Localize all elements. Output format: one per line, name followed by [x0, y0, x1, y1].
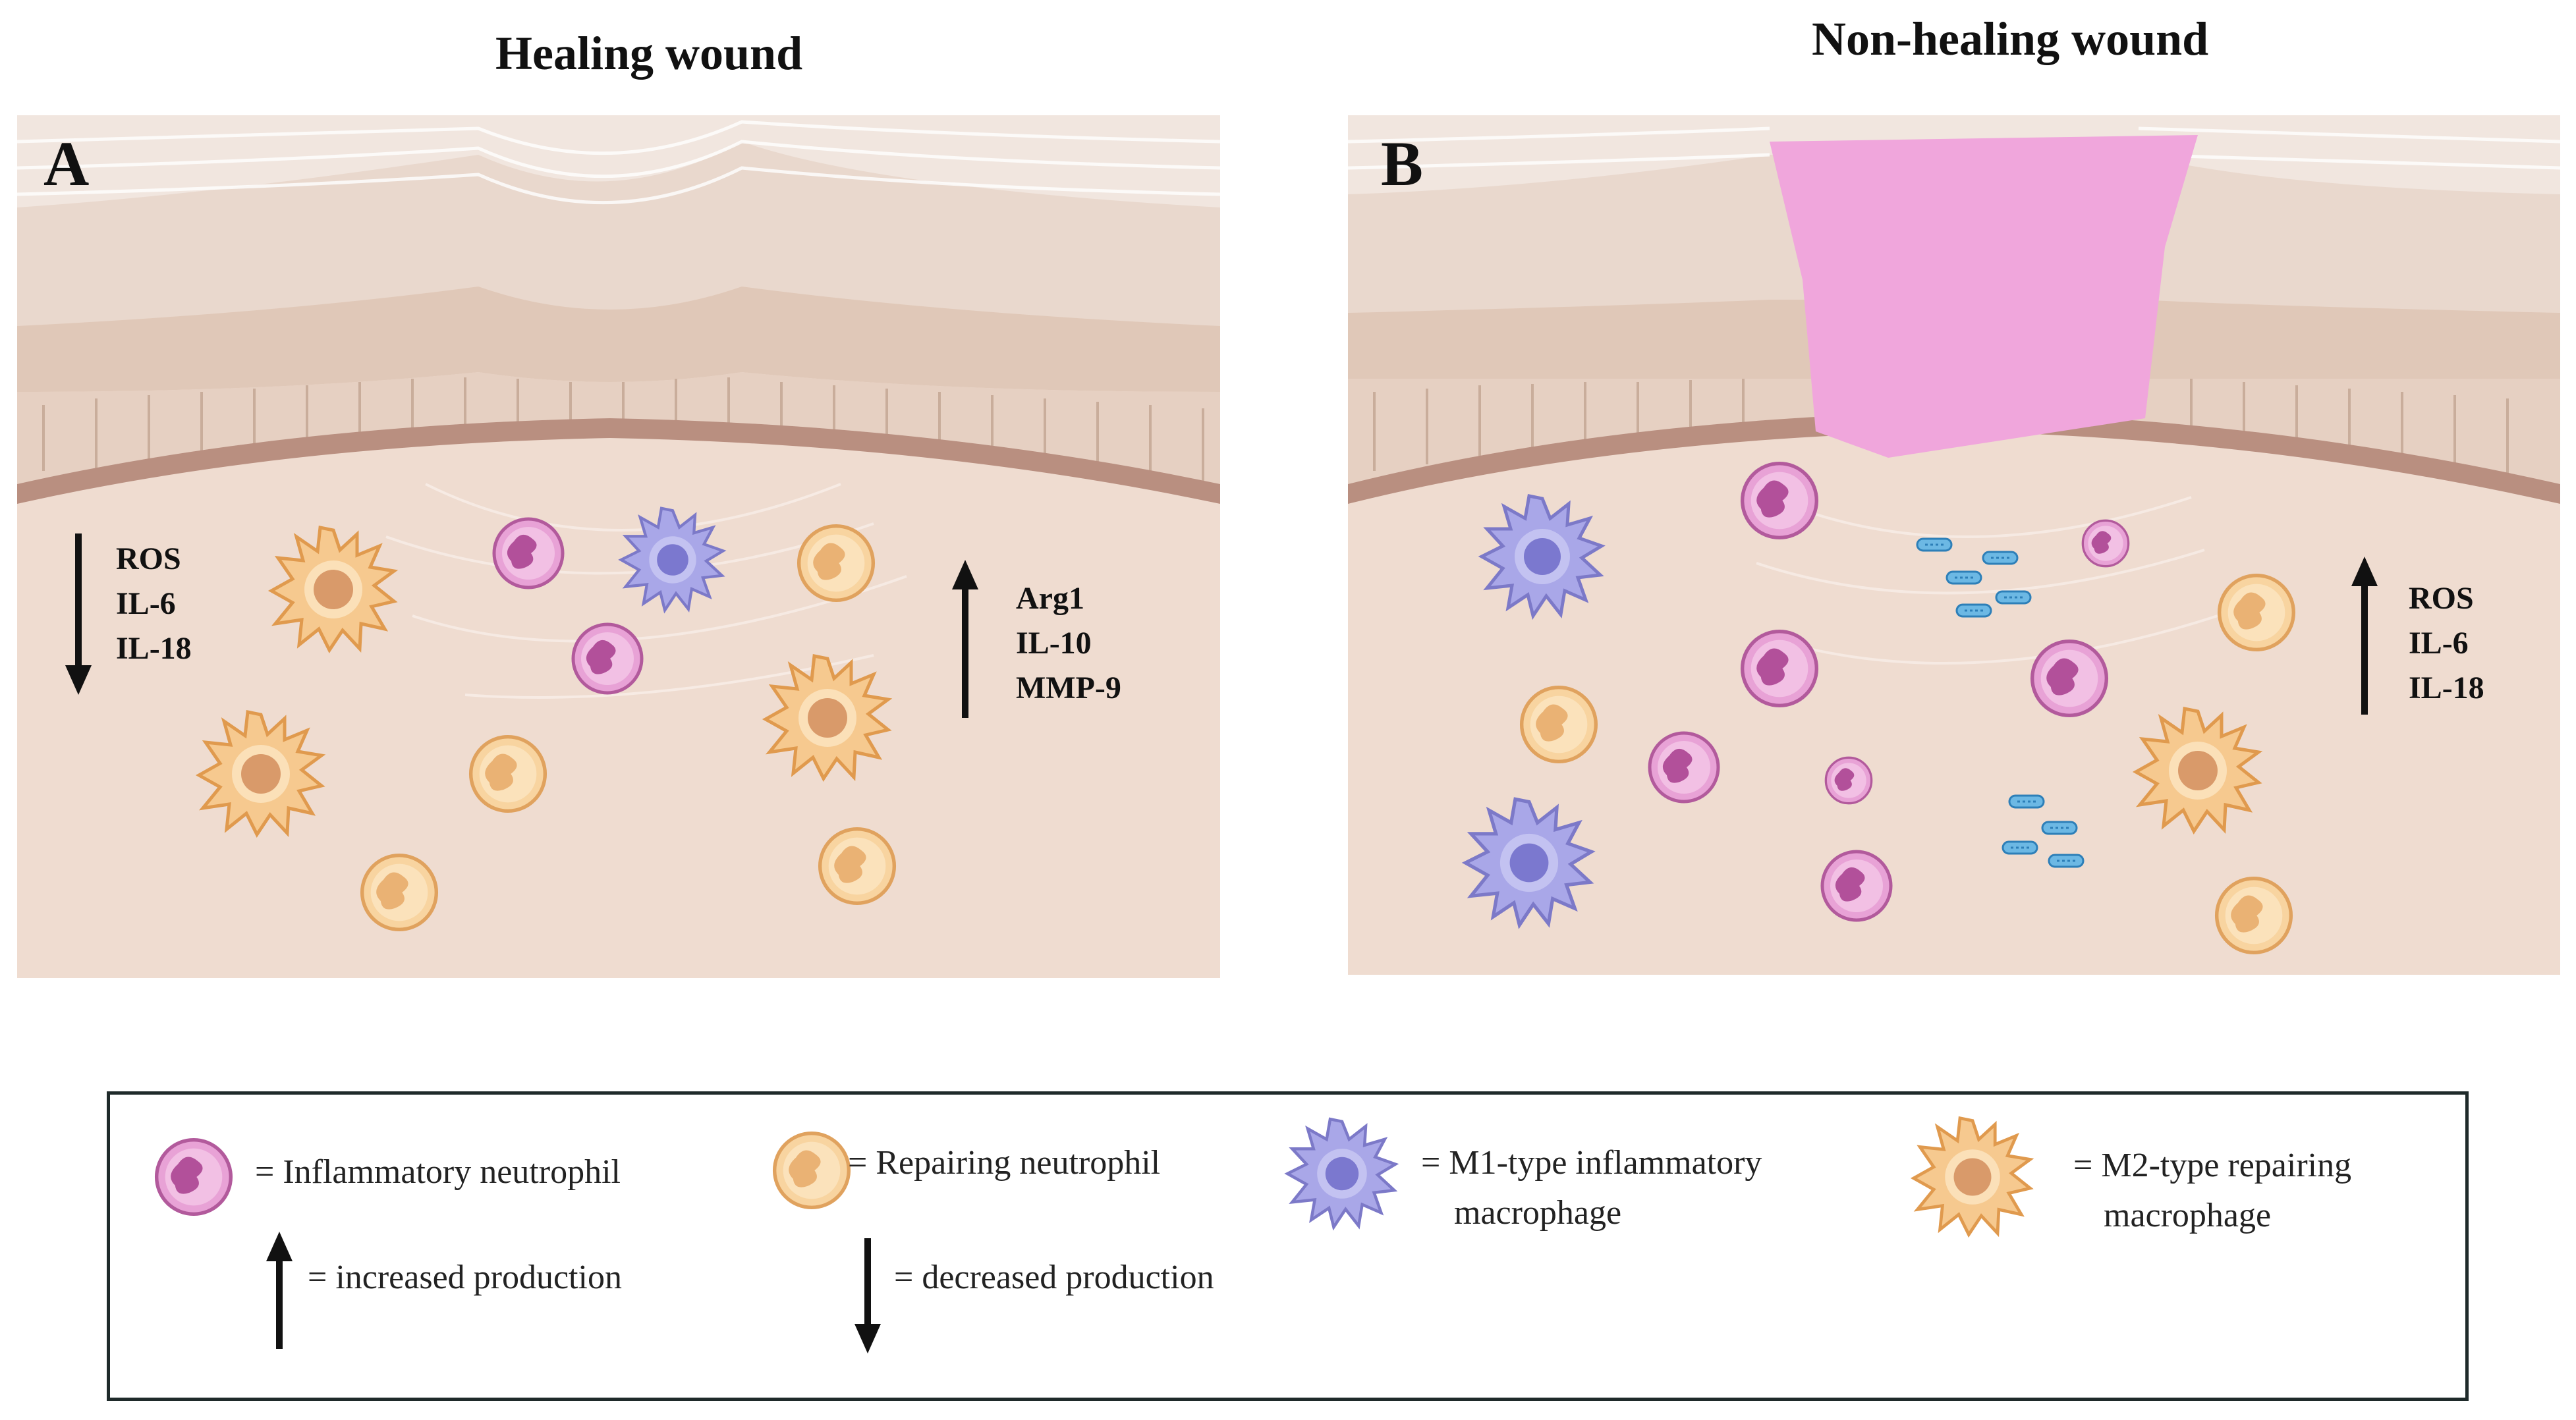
m2-macrophage-icon	[2132, 705, 2264, 836]
repairing-neutrophil-icon	[769, 1128, 854, 1213]
marker-label: ROS	[2409, 581, 2474, 616]
down-arrow-icon	[65, 533, 92, 695]
repairing-neutrophil-icon	[793, 520, 879, 606]
panel-b-non-healing-wound: B ROS IL-6 IL-18	[1348, 115, 2560, 975]
repairing-neutrophil-icon	[465, 731, 551, 817]
repairing-neutrophil-icon	[356, 850, 442, 935]
bacteria-icon	[2000, 840, 2040, 856]
legend-m1-line2: macrophage	[1454, 1194, 1622, 1232]
title-non-healing-wound: Non-healing wound	[1812, 13, 2209, 65]
m1-macrophage-icon	[1476, 491, 1608, 622]
inflammatory-neutrophil-icon	[489, 514, 568, 593]
inflammatory-neutrophil-icon	[1822, 754, 1875, 807]
marker-label: IL-10	[1016, 626, 1092, 661]
up-arrow-icon	[952, 560, 978, 718]
bacteria-icon	[1954, 603, 1994, 618]
inflammatory-neutrophil-icon	[2027, 636, 2112, 721]
inflammatory-neutrophil-icon	[1737, 458, 1822, 543]
marker-label: MMP-9	[1016, 670, 1121, 705]
marker-label: ROS	[116, 541, 181, 576]
m1-macrophage-icon	[1283, 1114, 1401, 1233]
legend-repairing-neutrophil: = Repairing neutrophil	[848, 1144, 1161, 1182]
inflammatory-neutrophil-icon	[1737, 626, 1822, 711]
m2-macrophage-icon	[762, 652, 893, 784]
repairing-neutrophil-icon	[1516, 682, 1602, 767]
bacteria-icon	[1944, 570, 1984, 586]
legend: = Inflammatory neutrophil = Repairing ne…	[107, 1091, 2469, 1401]
repairing-neutrophil-icon	[814, 823, 900, 909]
legend-m1-line1: = M1-type inflammatory	[1421, 1144, 1762, 1182]
m2-macrophage-icon	[195, 708, 327, 840]
legend-m2-line1: = M2-type repairing	[2073, 1147, 2352, 1184]
bacteria-icon	[2046, 853, 2086, 869]
inflammatory-neutrophil-icon	[568, 619, 647, 698]
legend-m2-macrophage: = M2-type repairing macrophage	[2073, 1141, 2351, 1241]
panel-b-increased-markers: ROS IL-6 IL-18	[2409, 576, 2484, 711]
panel-a-increased-markers: Arg1 IL-10 MMP-9	[1016, 576, 1121, 711]
m2-macrophage-icon	[1910, 1114, 2035, 1240]
healing-skin-illustration	[17, 115, 1220, 978]
up-arrow-icon	[266, 1232, 293, 1349]
wound-bed	[1770, 135, 2198, 458]
m1-macrophage-icon	[617, 504, 729, 616]
bacteria-icon	[1915, 537, 1954, 553]
inflammatory-neutrophil-icon	[1817, 846, 1896, 925]
bacteria-icon	[2007, 794, 2046, 809]
m1-macrophage-icon	[1460, 794, 1598, 932]
up-arrow-icon	[2351, 557, 2378, 715]
bacteria-icon	[2040, 820, 2079, 836]
panel-a-healing-wound: A ROS IL-6 IL-18 Arg1 IL-10 MMP-9	[17, 115, 1220, 978]
title-healing-wound: Healing wound	[495, 27, 803, 80]
marker-label: IL-6	[2409, 626, 2469, 661]
down-arrow-icon	[854, 1238, 881, 1353]
marker-label: IL-18	[2409, 670, 2484, 705]
inflammatory-neutrophil-icon	[2079, 517, 2132, 570]
legend-m1-macrophage: = M1-type inflammatory macrophage	[1421, 1138, 1762, 1238]
inflammatory-neutrophil-icon	[1644, 728, 1723, 807]
bacteria-icon	[1994, 589, 2033, 605]
m2-macrophage-icon	[267, 524, 399, 655]
legend-decreased-production: = decreased production	[894, 1259, 1214, 1296]
bacteria-icon	[1980, 550, 2020, 566]
inflammatory-neutrophil-icon	[151, 1134, 237, 1220]
panel-a-letter: A	[43, 128, 90, 199]
repairing-neutrophil-icon	[2211, 873, 2297, 958]
marker-label: IL-18	[116, 631, 192, 666]
marker-label: IL-6	[116, 586, 176, 621]
panel-b-letter: B	[1381, 128, 1424, 199]
legend-m2-line2: macrophage	[2104, 1197, 2272, 1234]
legend-inflammatory-neutrophil: = Inflammatory neutrophil	[255, 1153, 621, 1191]
repairing-neutrophil-icon	[2214, 570, 2299, 655]
marker-label: Arg1	[1016, 581, 1084, 616]
panel-a-decreased-markers: ROS IL-6 IL-18	[116, 537, 192, 671]
legend-increased-production: = increased production	[308, 1259, 622, 1296]
